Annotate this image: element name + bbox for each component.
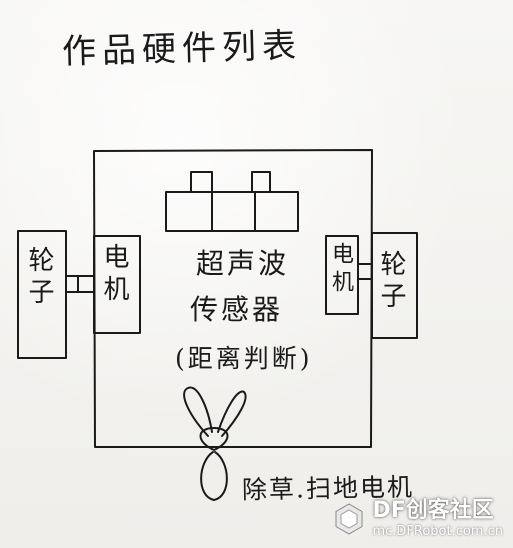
left-axle bbox=[65, 275, 95, 293]
left-wheel-label: 轮子 bbox=[24, 246, 54, 310]
blade-hub bbox=[199, 427, 229, 451]
right-wheel-rect bbox=[371, 232, 418, 339]
chassis-outline bbox=[93, 149, 373, 448]
ultrasonic-sensor-divider bbox=[211, 191, 256, 232]
right-motor-rect bbox=[325, 235, 359, 315]
ultrasonic-sensor-body bbox=[165, 191, 299, 232]
blade-petal-right bbox=[217, 390, 247, 437]
blade-petal-left bbox=[183, 386, 213, 437]
left-motor-label: 电机 bbox=[99, 243, 129, 307]
diagram-title: 作品硬件列表 bbox=[61, 25, 303, 73]
left-wheel-rect bbox=[17, 230, 67, 359]
watermark: DF创客社区 mc.DFRobot.com.cn bbox=[332, 500, 503, 538]
sensor-label-line2: 传感器 bbox=[190, 293, 284, 326]
watermark-url: mc.DFRobot.com.cn bbox=[372, 524, 503, 539]
right-wheel-label: 轮子 bbox=[376, 250, 406, 314]
sensor-note: (距离判断) bbox=[175, 344, 313, 373]
left-motor-rect bbox=[93, 235, 141, 334]
ultrasonic-transducer-right bbox=[251, 171, 271, 193]
dfrobot-logo-icon bbox=[335, 503, 363, 535]
watermark-brand: DF创客社区 bbox=[372, 498, 494, 523]
ultrasonic-transducer-left bbox=[190, 171, 213, 193]
sensor-label-line1: 超声波 bbox=[196, 247, 290, 280]
blade-bottom bbox=[200, 451, 228, 501]
right-motor-label: 电机 bbox=[328, 242, 353, 298]
right-axle bbox=[357, 263, 373, 280]
